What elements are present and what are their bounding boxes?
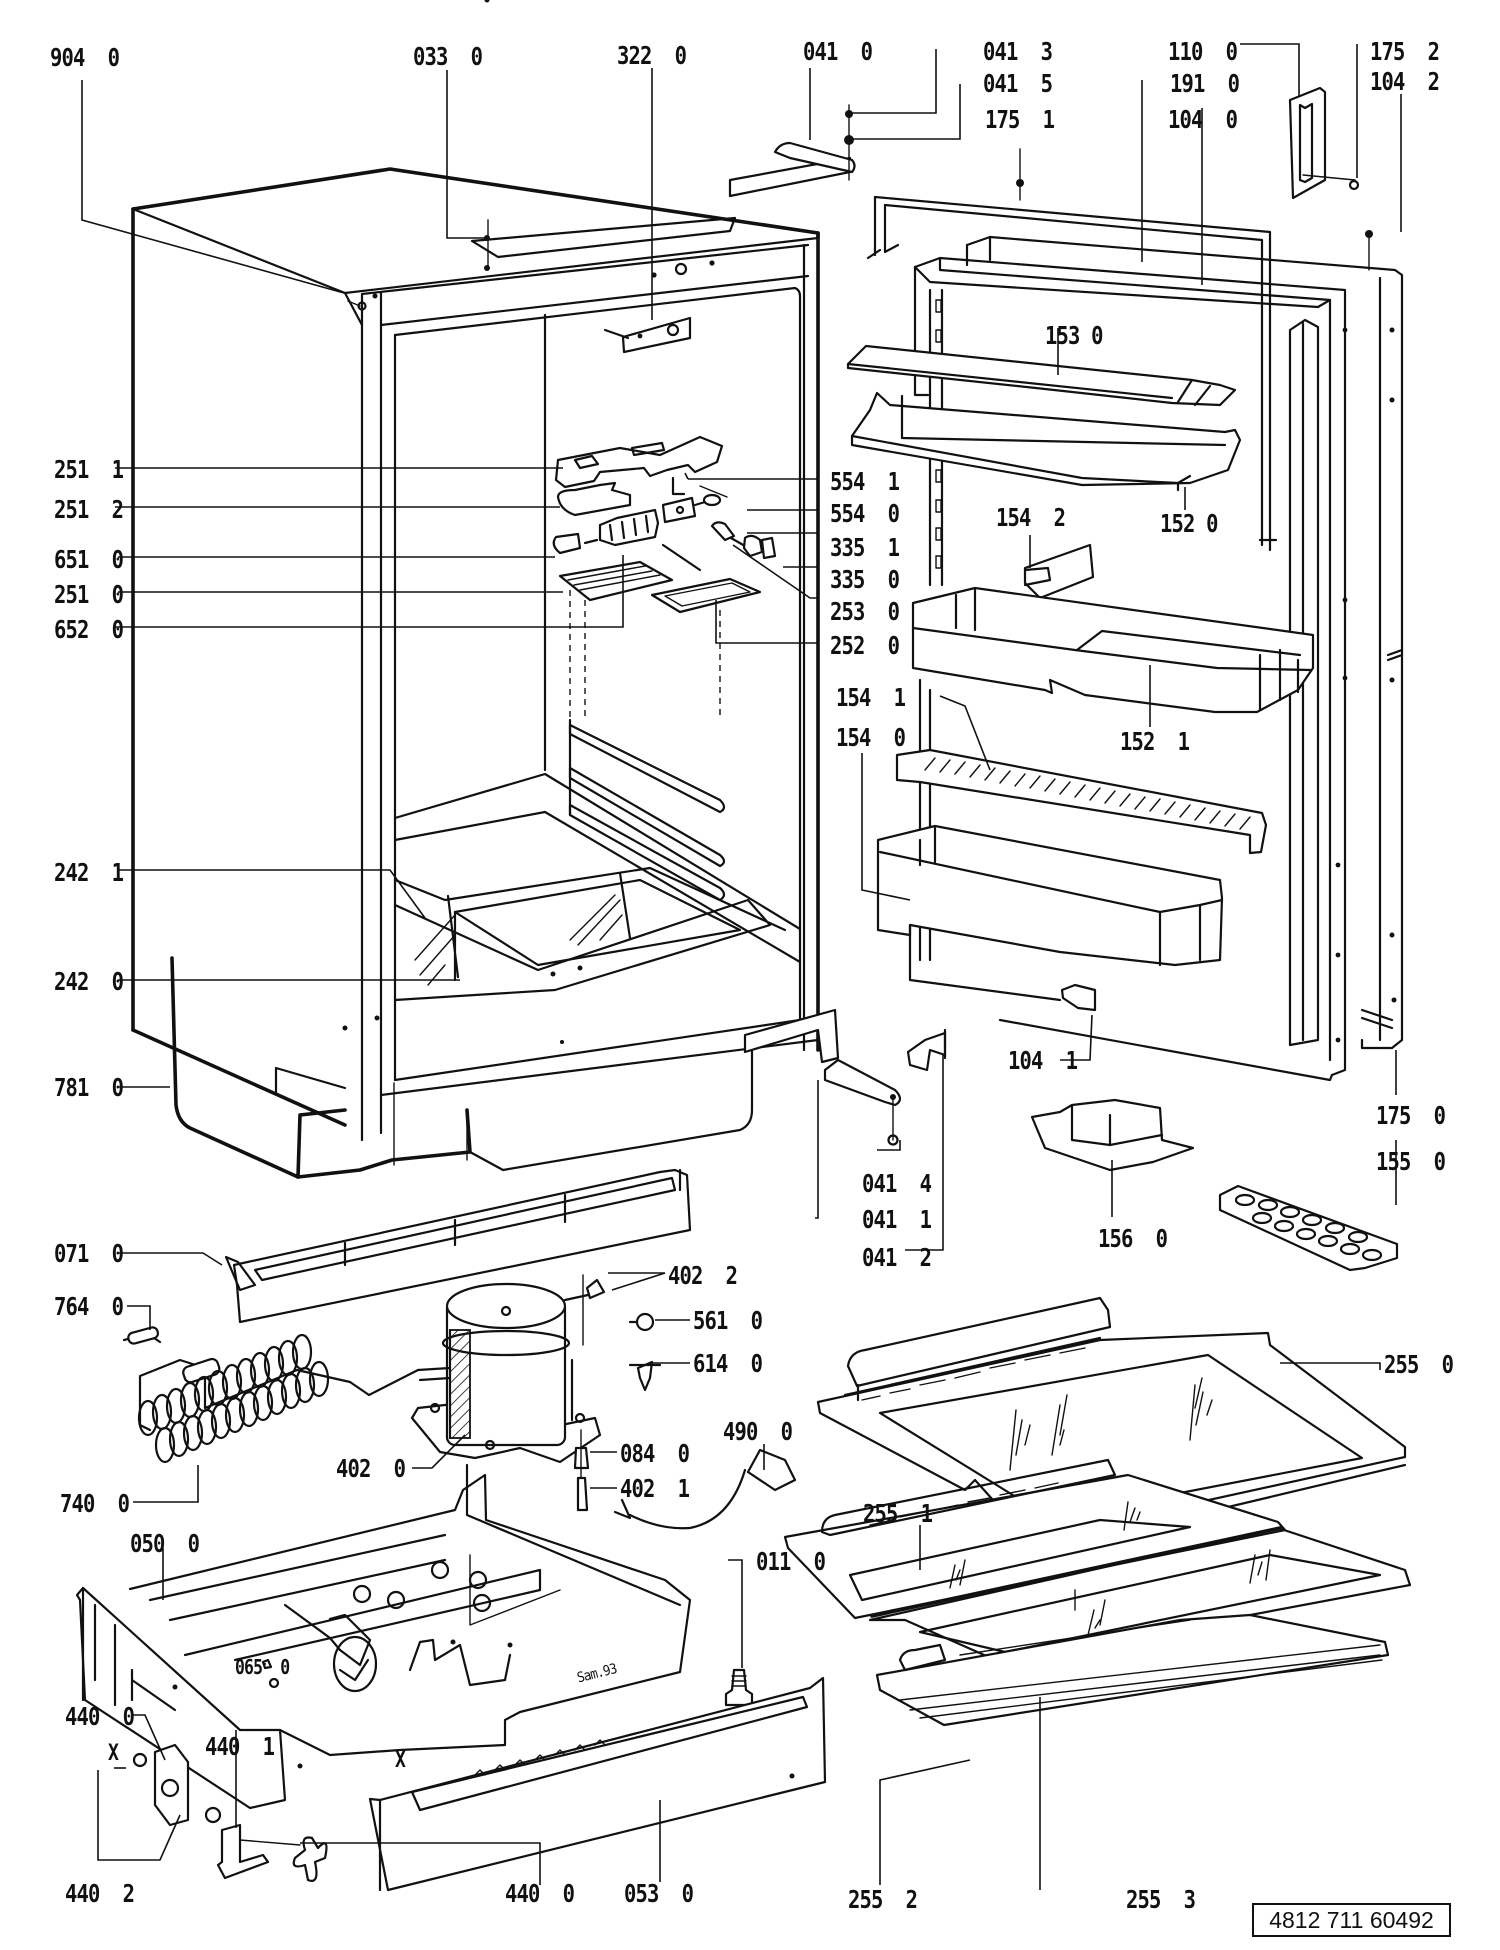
callout-255-2: 255 2 xyxy=(848,1885,918,1914)
callout-561-0: 561 0 xyxy=(693,1306,763,1335)
callout-554-0: 554 0 xyxy=(830,499,900,528)
callout-255-3: 255 3 xyxy=(1126,1885,1196,1914)
callout-065-0: 065 0 xyxy=(235,1655,290,1679)
callout-104-1: 104 1 xyxy=(1008,1046,1078,1075)
callout-041-4: 041 4 xyxy=(862,1169,932,1198)
callout-440-0-upper: 440 0 xyxy=(65,1702,135,1731)
hinge-parts xyxy=(728,86,1373,1146)
condenser-coils xyxy=(137,1333,330,1464)
compressor-assembly xyxy=(122,1274,797,1530)
callout-652-0: 652 0 xyxy=(54,615,124,644)
cross-mark-left: X xyxy=(108,1741,119,1766)
callout-033-0: 033 0 xyxy=(413,42,483,71)
callout-251-1: 251 1 xyxy=(54,455,124,484)
callout-764-0: 764 0 xyxy=(54,1292,124,1321)
callout-335-1: 335 1 xyxy=(830,533,900,562)
callout-440-2: 440 2 xyxy=(65,1879,135,1908)
callout-050-0: 050 0 xyxy=(130,1529,200,1558)
callout-041-5: 041 5 xyxy=(983,69,1053,98)
callout-041-1: 041 1 xyxy=(862,1205,932,1234)
callout-153-0: 153 0 xyxy=(1045,321,1103,350)
callout-781-0: 781 0 xyxy=(54,1073,124,1102)
glass-shelf-top xyxy=(816,1296,1407,1552)
callout-402-0: 402 0 xyxy=(336,1454,406,1483)
callout-154-0: 154 0 xyxy=(836,723,906,752)
glass-shelf-bottom xyxy=(875,1589,1390,1727)
callout-242-0: 242 0 xyxy=(54,967,124,996)
callout-253-0: 253 0 xyxy=(830,597,900,626)
butter-dish-and-egg-tray xyxy=(1030,1098,1399,1272)
callout-084-0: 084 0 xyxy=(620,1439,690,1468)
cross-mark-right: X xyxy=(395,1748,406,1773)
callout-110-0: 110 0 xyxy=(1168,37,1238,66)
callout-041-2: 041 2 xyxy=(862,1243,932,1272)
callout-251-2: 251 2 xyxy=(54,495,124,524)
callout-175-1: 175 1 xyxy=(985,105,1055,134)
callout-071-0: 071 0 xyxy=(54,1239,124,1268)
callout-152-0: 152 0 xyxy=(1160,509,1218,538)
callout-175-2: 175 2 xyxy=(1370,37,1440,66)
document-number: 4812 711 60492 xyxy=(1252,1903,1451,1937)
callout-104-2: 104 2 xyxy=(1370,67,1440,96)
callout-155-0: 155 0 xyxy=(1376,1147,1446,1176)
glass-shelf-split xyxy=(783,1458,1412,1664)
callout-252-0: 252 0 xyxy=(830,631,900,660)
callout-154-2: 154 2 xyxy=(996,503,1066,532)
callout-255-1: 255 1 xyxy=(863,1499,933,1528)
callout-251-0: 251 0 xyxy=(54,580,124,609)
crisper-drawers xyxy=(393,866,787,1002)
callout-490-0: 490 0 xyxy=(723,1417,793,1446)
callout-011-0: 011 0 xyxy=(756,1547,826,1576)
callout-904-0: 904 0 xyxy=(50,43,120,72)
callout-554-1: 554 1 xyxy=(830,467,900,496)
callout-440-0-lower: 440 0 xyxy=(505,1879,575,1908)
leader-lines xyxy=(81,43,1402,1890)
fan-assembly xyxy=(132,1743,328,1882)
callout-402-1: 402 1 xyxy=(620,1474,690,1503)
bottle-bar-hatching xyxy=(924,757,1251,830)
cabinet-body xyxy=(131,167,820,1179)
callout-322-0: 322 0 xyxy=(617,41,687,70)
callout-335-0: 335 0 xyxy=(830,565,900,594)
callout-651-0: 651 0 xyxy=(54,545,124,574)
callout-041-3: 041 3 xyxy=(983,37,1053,66)
callout-191-0: 191 0 xyxy=(1170,69,1240,98)
door-shelves xyxy=(846,344,1315,1012)
callout-255-0: 255 0 xyxy=(1384,1350,1454,1379)
callout-154-1: 154 1 xyxy=(836,683,906,712)
interior-rails xyxy=(393,718,802,964)
callout-175-0: 175 0 xyxy=(1376,1101,1446,1130)
rear-grille xyxy=(224,1168,692,1324)
callout-740-0: 740 0 xyxy=(60,1489,130,1518)
callout-041-0: 041 0 xyxy=(803,37,873,66)
door-outer-panel xyxy=(965,235,1404,1050)
callout-402-2: 402 2 xyxy=(668,1261,738,1290)
base-tray xyxy=(75,1463,754,1810)
callout-104-0: 104 0 xyxy=(1168,105,1238,134)
callout-242-1: 242 1 xyxy=(54,858,124,887)
callout-156-0: 156 0 xyxy=(1098,1224,1168,1253)
door-gasket xyxy=(866,195,1278,552)
callout-440-1: 440 1 xyxy=(205,1732,275,1761)
control-unit-parts xyxy=(552,435,777,720)
callout-152-1: 152 1 xyxy=(1120,727,1190,756)
callout-614-0: 614 0 xyxy=(693,1349,763,1378)
callout-053-0: 053 0 xyxy=(624,1879,694,1908)
front-kickplate xyxy=(368,0,827,1892)
